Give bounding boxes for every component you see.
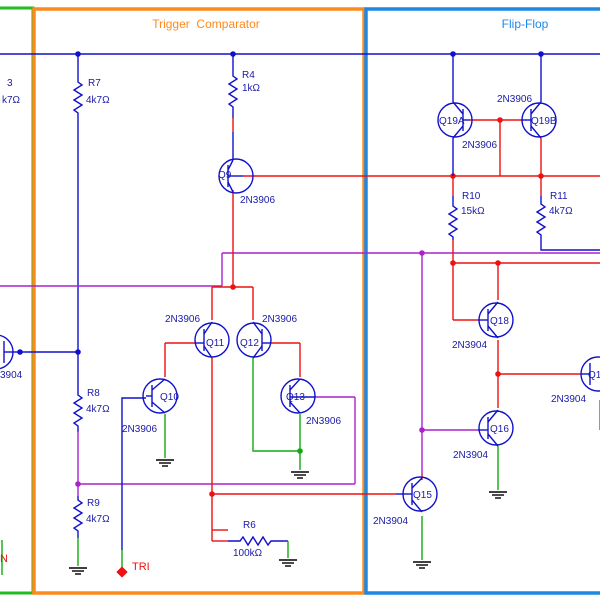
transistor-q9 (218, 132, 254, 194)
left-n-label: N (0, 553, 8, 565)
q10-type: 2N3906 (122, 424, 157, 435)
flip-flop-title: Flip-Flop (502, 17, 549, 31)
resistor-r9 (72, 496, 84, 538)
left-q-type: 3904 (0, 370, 23, 381)
r9-value: 4k7Ω (86, 514, 110, 525)
transistor-q13 (280, 378, 316, 414)
q10-name: Q10 (160, 392, 179, 403)
transistor-q10 (142, 378, 178, 414)
transistor-q18 (478, 301, 514, 339)
r6-name: R6 (243, 520, 256, 531)
r8-value: 4k7Ω (86, 404, 110, 415)
transistor-left-cut (0, 334, 20, 370)
green-wires (1, 358, 600, 575)
transistor-q16 (478, 409, 514, 447)
r7-name: R7 (88, 78, 101, 89)
supply-rail (0, 53, 600, 102)
q19b-type: 2N3906 (497, 94, 532, 105)
r4-value: 1kΩ (242, 83, 261, 94)
q17-name: Q1 (588, 370, 600, 381)
q16-type: 2N3904 (453, 450, 488, 461)
q15-name: Q15 (413, 490, 432, 501)
left-r-value: k7Ω (2, 95, 21, 106)
resistor-r6 (228, 535, 288, 547)
q16-name: Q16 (490, 424, 509, 435)
transistor-q15 (396, 476, 438, 513)
transistor-q17 (580, 356, 600, 392)
q15-type: 2N3904 (373, 516, 408, 527)
flip-flop-frame (364, 7, 600, 595)
supply-junctions (75, 51, 544, 57)
transistor-q19b (521, 101, 557, 139)
q19b-name: Q19B (531, 116, 557, 127)
transistor-q12 (236, 321, 272, 359)
q18-name: Q18 (490, 316, 509, 327)
r11-name: R11 (550, 191, 568, 202)
q13-type: 2N3906 (306, 416, 341, 427)
tri-terminal[interactable] (116, 566, 128, 578)
q11-type: 2N3906 (165, 314, 200, 325)
r8-name: R8 (87, 388, 100, 399)
q18-type: 2N3904 (452, 340, 487, 351)
r6-value: 100kΩ (233, 548, 263, 559)
r4-name: R4 (242, 70, 255, 81)
q13-name: Q13 (286, 392, 305, 403)
r10-value: 15kΩ (461, 206, 485, 217)
r11-value: 4k7Ω (549, 206, 573, 217)
red-junctions (209, 117, 544, 497)
magenta-wires (0, 252, 600, 485)
q19a-name: Q19A (439, 116, 465, 127)
r7-r8-wire (20, 118, 79, 390)
trigger-comparator-frame (32, 7, 366, 595)
transistor-q19a (437, 101, 473, 176)
r7-value: 4k7Ω (86, 95, 110, 106)
tri-wire (121, 397, 146, 550)
q9-name: Q9 (218, 170, 232, 181)
r10-r11-wires (447, 196, 600, 251)
r10-name: R10 (462, 191, 481, 202)
resistor-r8 (72, 390, 84, 432)
red-wires (164, 119, 600, 531)
q11-name: Q11 (206, 338, 225, 349)
resistor-r4 (227, 72, 239, 118)
q12-type: 2N3906 (262, 314, 297, 325)
tri-label: TRI (132, 561, 150, 573)
q17-type: 2N3904 (551, 394, 586, 405)
q19a-type: 2N3906 (462, 140, 497, 151)
q12-name: Q12 (240, 338, 259, 349)
trigger-comparator-title: Trigger Comparator (152, 17, 260, 31)
resistor-r7 (72, 78, 84, 118)
left-r-letter: 3 (7, 78, 13, 89)
transistor-q11 (194, 321, 230, 359)
q9-type: 2N3906 (240, 195, 275, 206)
r9-name: R9 (87, 498, 100, 509)
